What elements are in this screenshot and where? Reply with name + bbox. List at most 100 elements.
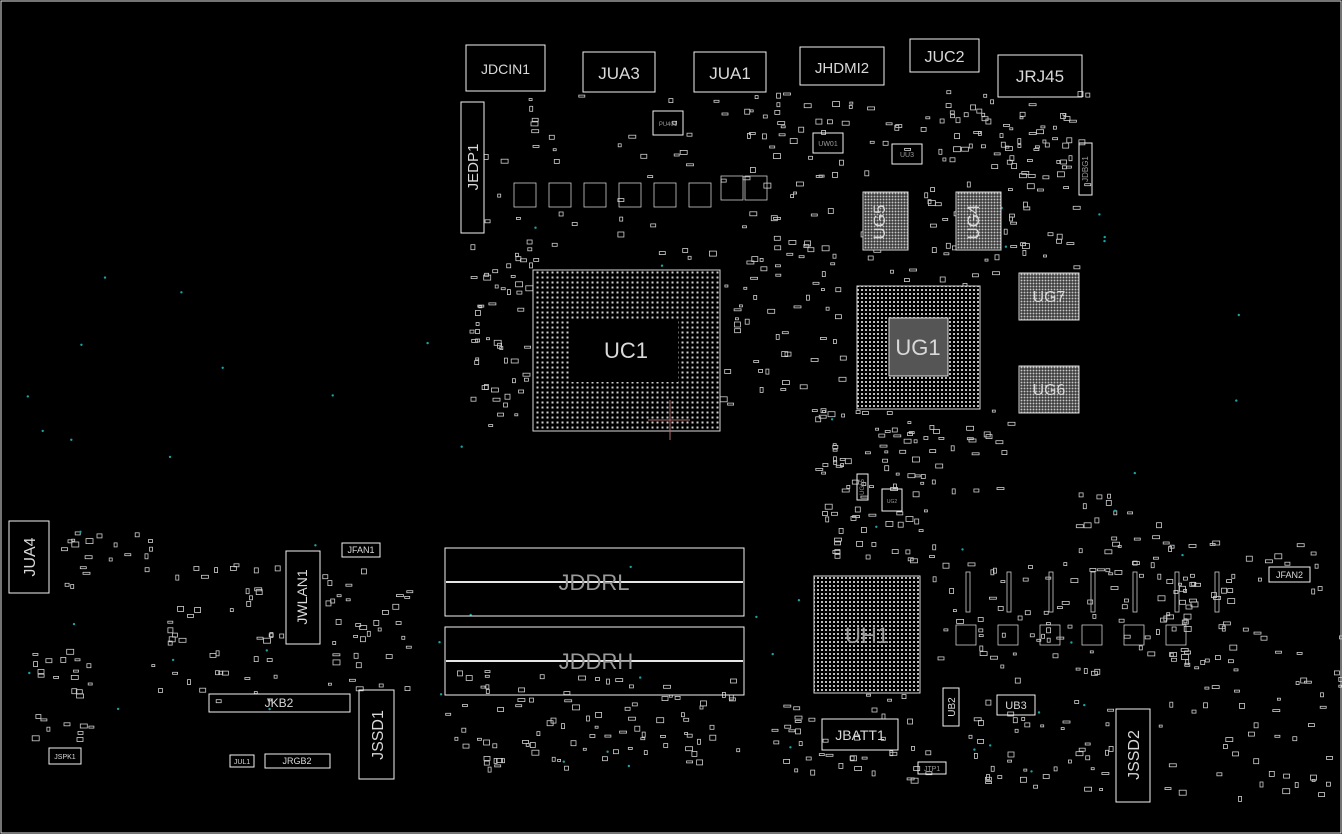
connector-jul1[interactable]: JUL1 <box>229 754 255 768</box>
smd-pad <box>1020 776 1027 783</box>
label-uc1: UC1 <box>604 338 648 363</box>
connector-jedp1[interactable]: JEDP1 <box>460 101 485 234</box>
smd-pad <box>815 467 824 471</box>
connector-jwlan1[interactable]: JWLAN1 <box>285 550 321 645</box>
connector-jtp1[interactable]: JTP1 <box>917 761 947 775</box>
connector-jrj45[interactable]: JRJ45 <box>997 54 1083 98</box>
label-ug6: UG6 <box>1033 382 1066 399</box>
smd-pad <box>991 164 999 170</box>
via <box>80 343 83 346</box>
smd-pad <box>1229 644 1238 651</box>
smd-pad <box>1164 787 1172 790</box>
smd-pad <box>818 174 825 178</box>
smd-pad <box>734 321 741 328</box>
smd-pad <box>1292 736 1298 742</box>
smd-pad <box>767 308 776 314</box>
connector-jdbg1[interactable]: JDBG1 <box>1078 142 1093 196</box>
chip-uw01[interactable]: UW01 <box>812 132 844 154</box>
connector-jssd1[interactable]: JSSD1 <box>358 689 395 780</box>
smd-pad <box>1114 570 1123 575</box>
connector-jkb2[interactable]: JKB2 <box>208 693 351 713</box>
connector-jua3[interactable]: JUA3 <box>582 51 656 93</box>
connector-juc2[interactable]: JUC2 <box>909 38 980 73</box>
smd-pad <box>359 625 368 630</box>
smd-pad <box>1047 232 1054 237</box>
smd-pad <box>733 308 742 312</box>
smd-pad <box>954 133 960 140</box>
chip-ub3[interactable]: UB3 <box>996 694 1036 716</box>
connector-jbatt1[interactable]: JBATT1 <box>821 718 899 751</box>
smd-pad <box>682 248 689 253</box>
smd-pad <box>497 193 502 198</box>
smd-pad <box>827 119 833 125</box>
smd-pad <box>1028 132 1037 136</box>
connector-jdcin1[interactable]: JDCIN1 <box>465 44 546 92</box>
smd-pad <box>1295 681 1300 685</box>
chip-ug5[interactable]: UG5 <box>862 191 909 251</box>
smd-pad <box>634 725 641 732</box>
smd-pad <box>84 555 93 560</box>
via <box>1103 235 1106 239</box>
smd-pad <box>506 263 512 269</box>
smd-pad <box>627 747 633 750</box>
chip-pu401[interactable]: PU401 <box>652 110 684 136</box>
mosfet <box>1039 624 1061 646</box>
capacitor-strip <box>1048 571 1054 613</box>
connector-jfan2[interactable]: JFAN2 <box>1268 566 1311 583</box>
smd-pad <box>973 717 982 722</box>
smd-pad <box>332 659 341 666</box>
smd-pad <box>943 628 949 632</box>
connector-jspk1[interactable]: JSPK1 <box>48 747 82 765</box>
smd-pad <box>848 105 853 109</box>
smd-pad <box>989 596 997 600</box>
smd-pad <box>827 411 836 418</box>
smd-pad <box>1083 522 1092 529</box>
smd-pad <box>249 595 253 601</box>
chip-uc1[interactable]: UC1 <box>532 269 721 440</box>
chip-ug1[interactable]: UG1 <box>856 285 981 410</box>
smd-pad <box>1132 560 1138 566</box>
smd-pad <box>1272 709 1281 712</box>
smd-pad <box>1007 759 1012 763</box>
chip-uu3[interactable]: UU3 <box>891 143 923 165</box>
connector-jssd2[interactable]: JSSD2 <box>1115 708 1151 803</box>
chip-ug2[interactable]: UG2 <box>881 488 903 512</box>
via <box>606 750 609 753</box>
connector-jrgb2[interactable]: JRGB2 <box>264 753 331 769</box>
smd-pad <box>942 562 950 569</box>
smd-pad <box>1181 619 1189 625</box>
smd-pad <box>518 687 525 693</box>
smd-pad <box>500 158 509 164</box>
connector-jfan1[interactable]: JFAN1 <box>341 542 381 558</box>
chip-uh1[interactable]: UH1 <box>813 575 921 694</box>
chip-ub2[interactable]: UB2 <box>942 687 960 727</box>
chip-ug7[interactable]: UG7 <box>1018 272 1080 321</box>
smd-pad <box>931 479 936 485</box>
smd-pad <box>994 254 1000 261</box>
smd-pad <box>63 722 71 727</box>
smd-pad <box>37 669 45 674</box>
smd-pad <box>1056 238 1062 244</box>
smd-pad <box>1326 781 1331 787</box>
inductor <box>548 182 572 208</box>
smd-pad <box>483 153 489 160</box>
connector-jua4[interactable]: JUA4 <box>8 520 50 594</box>
slot-jddrl[interactable]: JDDRL <box>444 547 745 617</box>
connector-jhdmi2[interactable]: JHDMI2 <box>799 46 885 86</box>
label-uw01: UW01 <box>818 141 838 148</box>
chip-ug4[interactable]: UG4 <box>955 191 1002 251</box>
smd-pad <box>925 750 932 756</box>
slot-jddrh[interactable]: JDDRH <box>444 626 745 696</box>
smd-pad <box>178 637 187 643</box>
smd-pad <box>1078 492 1084 498</box>
smd-pad <box>1011 163 1017 170</box>
smd-pad <box>529 742 536 748</box>
chip-ug6[interactable]: UG6 <box>1018 365 1080 414</box>
smd-pad <box>984 258 989 262</box>
smd-pad <box>531 129 540 134</box>
chip-ug15[interactable]: UG15 <box>856 473 869 501</box>
connector-jua1[interactable]: JUA1 <box>693 51 767 93</box>
smd-pad <box>656 717 665 724</box>
smd-pad <box>1078 747 1086 752</box>
label-ug4: UG4 <box>964 205 983 240</box>
